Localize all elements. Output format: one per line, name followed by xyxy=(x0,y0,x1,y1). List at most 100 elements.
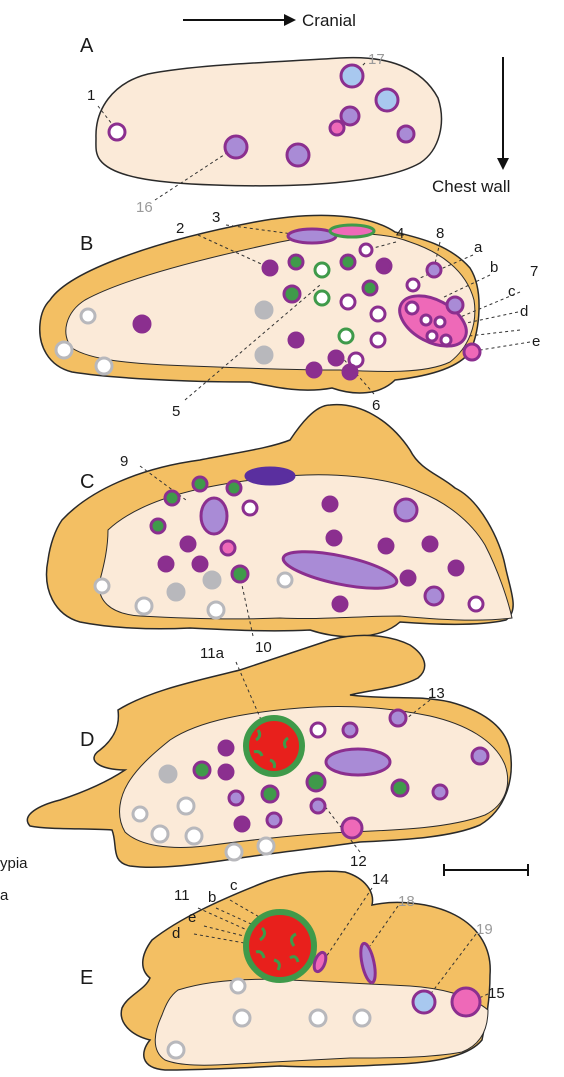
lesion-marker xyxy=(243,501,257,515)
lesion-marker xyxy=(56,342,72,358)
lesion-marker xyxy=(165,491,179,505)
lesion-marker xyxy=(342,818,362,838)
panel-a-gland-outline xyxy=(96,58,442,186)
lesion-marker xyxy=(371,333,385,347)
lesion-marker xyxy=(341,295,355,309)
lesion-ellipse xyxy=(201,498,227,534)
cranial-arrowhead xyxy=(284,14,296,26)
lesion-marker xyxy=(423,537,437,551)
lesion-marker xyxy=(464,344,480,360)
lesion-marker xyxy=(81,309,95,323)
lesion-marker xyxy=(181,537,195,551)
label-d: d xyxy=(520,303,528,320)
label-16: 16 xyxy=(136,199,153,216)
lesion-marker xyxy=(311,723,325,737)
lesion-marker xyxy=(186,828,202,844)
lesion-marker xyxy=(447,297,463,313)
lesion-marker xyxy=(441,335,451,345)
lesion-marker xyxy=(341,65,363,87)
legend-fragment: ypia xyxy=(0,855,28,872)
lesion-marker xyxy=(390,710,406,726)
lesion-marker xyxy=(371,307,385,321)
lesion-marker xyxy=(246,912,314,980)
chest-wall-label: Chest wall xyxy=(432,177,510,196)
chest-wall-arrowhead xyxy=(497,158,509,170)
lesion-ellipse xyxy=(330,225,374,237)
lesion-marker xyxy=(452,988,480,1016)
lesion-marker xyxy=(289,255,303,269)
lesion-marker xyxy=(311,799,325,813)
lesion-marker xyxy=(469,597,483,611)
scale-bar xyxy=(444,864,528,876)
panel-e-label: E xyxy=(80,967,93,989)
lesion-marker xyxy=(354,1010,370,1026)
lesion-marker xyxy=(262,786,278,802)
lesion-marker xyxy=(178,798,194,814)
label-a: a xyxy=(474,239,483,256)
lesion-marker xyxy=(159,557,173,571)
lesion-ellipse xyxy=(246,468,294,484)
lesion-marker xyxy=(151,519,165,533)
label-e-c: c xyxy=(230,877,238,894)
label-11: 11 xyxy=(174,887,190,904)
label-4: 4 xyxy=(396,225,404,242)
lesion-marker xyxy=(379,539,393,553)
lesion-marker xyxy=(208,602,224,618)
lesion-marker xyxy=(289,333,303,347)
panel-e: E 11 b c xyxy=(80,871,505,1070)
label-19: 19 xyxy=(476,921,493,938)
lesion-marker xyxy=(234,1010,250,1026)
label-10: 10 xyxy=(255,639,272,656)
lesion-marker xyxy=(284,286,300,302)
lesion-marker xyxy=(377,259,391,273)
label-c: c xyxy=(508,283,516,300)
lesion-marker xyxy=(341,255,355,269)
lesion-marker xyxy=(258,838,274,854)
label-9: 9 xyxy=(120,453,128,470)
lesion-large-nodule xyxy=(246,912,314,980)
lesion-marker xyxy=(136,598,152,614)
label-e-e: e xyxy=(188,909,196,926)
legend-fragment: a xyxy=(0,887,9,904)
lesion-marker xyxy=(395,499,417,521)
lesion-marker xyxy=(160,766,176,782)
label-15: 15 xyxy=(488,985,505,1002)
label-3: 3 xyxy=(212,209,220,226)
lesion-marker xyxy=(327,531,341,545)
label-8: 8 xyxy=(436,225,444,242)
label-e: e xyxy=(532,333,540,350)
label-5: 5 xyxy=(172,403,180,420)
lesion-marker xyxy=(433,785,447,799)
label-18: 18 xyxy=(398,893,415,910)
lesion-marker xyxy=(256,347,272,363)
panel-c: C xyxy=(47,405,514,656)
lesion-marker xyxy=(435,317,445,327)
lesion-marker xyxy=(287,144,309,166)
lesion-marker xyxy=(398,126,414,142)
lesion-marker xyxy=(315,263,329,277)
lesion-marker xyxy=(339,329,353,343)
lesion-marker xyxy=(449,561,463,575)
lesion-marker xyxy=(376,89,398,111)
lesion-marker xyxy=(221,541,235,555)
lesion-marker xyxy=(204,572,220,588)
panel-a-label: A xyxy=(80,35,94,57)
label-17: 17 xyxy=(368,51,385,68)
label-2: 2 xyxy=(176,220,184,237)
lesion-marker xyxy=(413,991,435,1013)
lesion-marker xyxy=(307,773,325,791)
lesion-marker xyxy=(427,263,441,277)
label-b: b xyxy=(490,259,498,276)
lesion-marker xyxy=(96,358,112,374)
label-12: 12 xyxy=(350,853,367,870)
label-1: 1 xyxy=(87,87,95,104)
lesion-marker xyxy=(109,124,125,140)
lesion-marker xyxy=(323,497,337,511)
lesion-marker xyxy=(330,121,344,135)
lesion-marker xyxy=(229,791,243,805)
lesion-marker xyxy=(278,573,292,587)
cranial-label: Cranial xyxy=(302,11,356,30)
lesion-marker xyxy=(133,807,147,821)
lesion-marker xyxy=(225,136,247,158)
lesion-marker xyxy=(194,762,210,778)
